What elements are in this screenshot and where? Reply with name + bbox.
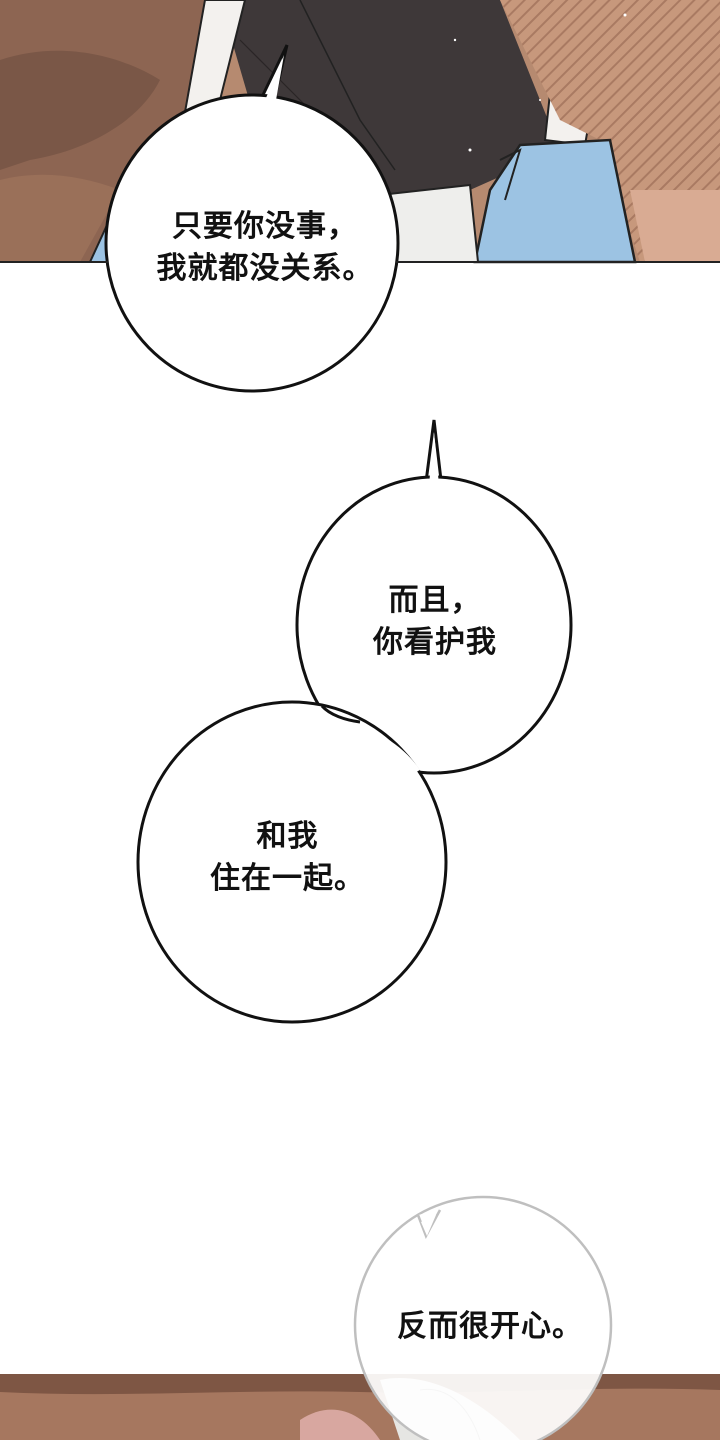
bubble-3-text: 和我 住在一起。	[145, 816, 430, 900]
bubble-2-text: 而且， 你看护我	[300, 580, 570, 664]
bubble-4-line-1: 反而很开心。	[397, 1309, 583, 1344]
bubble-1-line-2: 我就都没关系。	[156, 251, 374, 286]
bubble-2-line-1: 而且，	[388, 583, 482, 618]
bottom-panel-illustration	[0, 1374, 720, 1440]
bubble-4-text: 反而很开心。	[365, 1306, 615, 1348]
bubble-3-line-1: 和我	[256, 819, 319, 854]
speech-bubble-3	[136, 700, 448, 1024]
speech-bubble-4	[353, 1195, 613, 1440]
bubble-2-line-2: 你看护我	[373, 625, 497, 660]
speech-bubble-2	[295, 419, 573, 775]
bubble-1-line-1: 只要你没事，	[172, 209, 358, 244]
speech-bubble-1	[104, 44, 400, 393]
bubble-3-line-2: 住在一起。	[210, 861, 365, 896]
bubble-1-text: 只要你没事， 我就都没关系。	[110, 206, 420, 290]
